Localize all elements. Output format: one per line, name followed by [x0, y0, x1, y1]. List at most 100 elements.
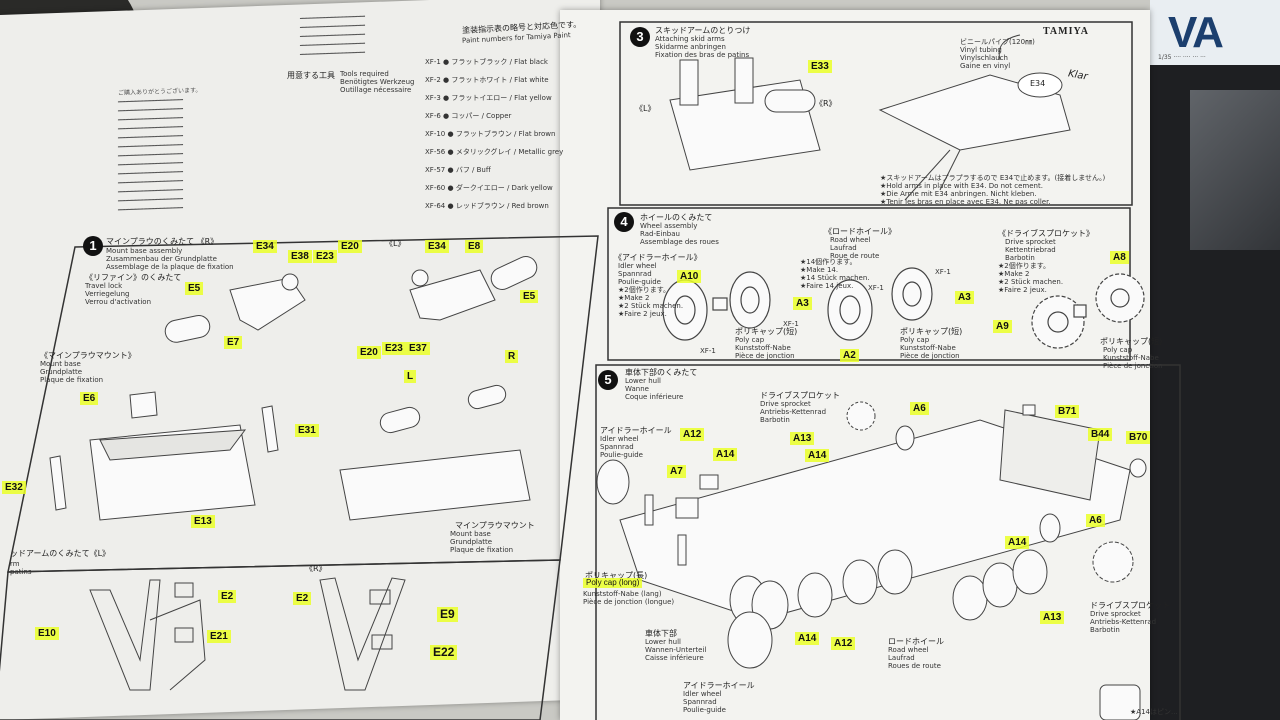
road-title-jp: 《ロードホイール》: [824, 227, 896, 236]
polycap-long-label: Poly cap (long): [583, 578, 643, 588]
step1-title-en: Mount base assembly: [106, 247, 183, 255]
step5-sprocket-jp: ドライブスプロケット: [760, 391, 840, 400]
idler-title-jp: 《アイドラーホイール》: [614, 253, 702, 262]
part-label: L: [404, 370, 417, 383]
xf1-label: XF-1: [783, 320, 799, 328]
paint-item: XF-56 ● メタリックグレイ / Metallic grey: [425, 148, 564, 156]
part-label: E2: [293, 592, 312, 605]
step2-sub: rm patins: [10, 560, 32, 576]
step1-L-label: 《L》: [385, 239, 406, 248]
part-label: A13: [1040, 611, 1065, 624]
part-label: A6: [1086, 514, 1105, 527]
mount-base2-title-jp: マインプラウマウント: [455, 521, 535, 530]
sprocket-title-jp: 《ドライブスプロケット》: [998, 229, 1094, 238]
road-make: ★14個作ります。 ★Make 14. ★14 Stück machen. ★F…: [800, 258, 870, 290]
part-label: A14: [795, 632, 820, 645]
step3-frame: [619, 21, 1133, 206]
xf1-label: XF-1: [700, 347, 716, 355]
part-label: E10: [35, 627, 59, 640]
mount-base2-caption: Mount base Grundplatte Plaque de fixatio…: [450, 530, 514, 554]
step1-parts: [49, 256, 538, 521]
table-surface: [1150, 0, 1280, 720]
step3-number: 3: [630, 27, 650, 47]
part-label: A3: [955, 291, 974, 304]
travel-lock-title-jp: 《リファイン》のくみたて: [85, 273, 182, 282]
part-label: A14: [713, 448, 738, 461]
polycap-caption: Poly cap Kunststoff-Nabe Pièce de joncti…: [735, 336, 795, 360]
paint-item: XF-10 ● フラットブラウン / Flat brown: [425, 130, 556, 138]
step2-parts: [89, 577, 406, 691]
plastic-bag: [1190, 90, 1280, 250]
part-label: R: [505, 350, 519, 363]
polycap2-caption: Poly cap Kunststoff-Nabe Pièce de joncti…: [900, 336, 960, 360]
part-label: E34: [1030, 79, 1046, 88]
part-label: E34: [253, 240, 277, 253]
part-label: E32: [2, 481, 26, 494]
step3-L-label: 《L》: [635, 104, 656, 113]
part-label: E20: [338, 240, 362, 253]
step3-note: ★スキッドアームはプラプラするので E34で止めます。(接着しません。) ★Ho…: [880, 174, 1106, 206]
part-label: E23: [313, 250, 337, 263]
step5-idler2-jp: アイドラーホイール: [683, 681, 755, 690]
step5-idler: Idler wheel Spannrad Poulie-guide: [600, 435, 643, 459]
part-label: A14: [1005, 536, 1030, 549]
part-label: B44: [1088, 428, 1113, 441]
step5-number: 5: [598, 370, 618, 390]
polycap-long-jp: ポリキャップ(長): [585, 571, 648, 580]
travel-lock-caption: Travel lock Verriegelung Verrou d'activa…: [85, 282, 152, 306]
step4-wheels: [662, 267, 1145, 349]
step3-R-label: 《R》: [815, 99, 837, 108]
step1-title-fr: Assemblage de la plaque de fixation: [106, 263, 234, 271]
part-label: E20: [357, 346, 381, 359]
step1-title-jp: マインプラウのくみたて 《R》: [106, 237, 219, 246]
step4-title: Wheel assembly Rad-Einbau Assemblage des…: [640, 222, 719, 246]
step2-frame: [0, 559, 561, 720]
step4-title-jp: ホイールのくみたて: [640, 213, 713, 222]
lower-hull-jp: 車体下部: [645, 629, 677, 638]
part-label: A13: [790, 432, 815, 445]
part-label: A12: [831, 637, 856, 650]
step5-title-jp: 車体下部のくみたて: [625, 368, 698, 377]
step5-frame: [595, 364, 1181, 720]
step5-sprocket2: Drive sprocket Antriebs-Kettenrad Barbot…: [1090, 610, 1157, 634]
part-label: E13: [191, 515, 215, 528]
step5-road-jp: ロードホイール: [888, 637, 944, 646]
part-label: A8: [1110, 251, 1129, 264]
paint-item: XF-64 ● レッドブラウン / Red brown: [425, 202, 549, 210]
part-label: A14: [805, 449, 830, 462]
step1-number: 1: [83, 236, 103, 256]
mount-base-title-jp: 《マインプラウマウント》: [40, 351, 136, 360]
step5-idler-jp: アイドラーホイール: [600, 426, 672, 435]
step3-parts: [669, 34, 1071, 201]
part-label: A9: [993, 320, 1012, 333]
part-label: E34: [425, 240, 449, 253]
part-label: A12: [680, 428, 705, 441]
paint-item: XF-6 ● コッパー / Copper: [425, 112, 512, 120]
part-label: A7: [667, 465, 686, 478]
part-label: E31: [295, 424, 319, 437]
decal-sheet: [1150, 0, 1280, 65]
lower-hull-caption: Lower hull Wannen-Unterteil Caisse infér…: [645, 638, 707, 662]
step3-title-jp: スキッドアームのとりつけ: [655, 26, 751, 35]
part-label: E37: [406, 342, 430, 355]
polycap2-title-jp: ポリキャップ(短): [900, 327, 963, 336]
vinyl-tubing-caption: ビニールパイプ(120㎜) Vinyl tubing Vinylschlauch…: [960, 38, 1035, 70]
xf1-label: XF-1: [935, 268, 951, 276]
part-label: E2: [218, 590, 237, 603]
part-label: E8: [465, 240, 484, 253]
part-label: A10: [677, 270, 702, 283]
step5-sprocket2-jp: ドライブスプロケット: [1090, 601, 1170, 610]
paint-item: XF-3 ● フラットイエロー / Flat yellow: [425, 94, 552, 102]
part-label: E7: [224, 336, 243, 349]
idler-caption: Idler wheel Spannrad Poulie-guide: [618, 262, 661, 286]
step5-road: Road wheel Laufrad Roues de route: [888, 646, 941, 670]
part-label: E6: [80, 392, 99, 405]
paint-item: XF-60 ● ダークイエロー / Dark yellow: [425, 184, 553, 192]
polycap-title-jp: ポリキャップ(短): [735, 327, 798, 336]
part-label: E9: [437, 607, 458, 622]
step4-number: 4: [614, 212, 634, 232]
sprocket-caption: Drive sprocket Kettentriebrad Barbotin: [1005, 238, 1056, 262]
step2-R-label: 《R》: [305, 564, 327, 573]
